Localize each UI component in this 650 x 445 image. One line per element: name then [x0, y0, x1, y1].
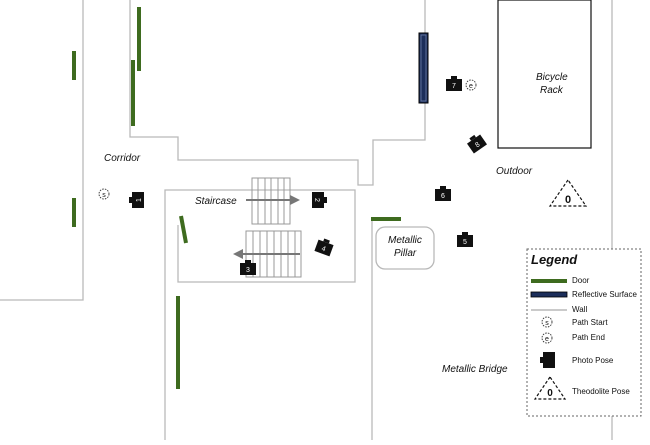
- reflective-surface-inner: [420, 34, 427, 102]
- wall-corridor-left: [0, 0, 84, 301]
- svg-text:5: 5: [463, 239, 467, 246]
- legend-title: Legend: [531, 252, 578, 267]
- label-bicycle-rack-line2: Rack: [540, 85, 563, 96]
- svg-text:0: 0: [547, 388, 553, 399]
- svg-text:6: 6: [441, 193, 445, 200]
- photo-pose-2: 2: [312, 192, 327, 208]
- label-outdoor: Outdoor: [496, 166, 533, 177]
- svg-text:8: 8: [474, 141, 481, 149]
- metallic-pillar-box: [375, 226, 435, 270]
- label-staircase: Staircase: [195, 196, 237, 207]
- legend-theodolite-symbol: 0: [533, 375, 567, 400]
- theodolite-pose-marker: 0: [548, 178, 588, 207]
- legend-label-path-start: Path Start: [572, 318, 608, 327]
- wall-staircase-box: [164, 189, 356, 440]
- stair-arrows: [233, 195, 300, 259]
- svg-text:3: 3: [246, 267, 250, 274]
- legend-path-start-symbol: s: [541, 316, 553, 328]
- staircase-steps: [245, 177, 302, 278]
- door: [72, 51, 76, 80]
- legend-path-end-symbol: e: [541, 332, 553, 344]
- legend-photo-pose-symbol: [540, 352, 555, 368]
- path-end-marker: e: [465, 79, 477, 91]
- photo-pose-4: 4: [314, 238, 334, 257]
- door: [176, 296, 180, 389]
- reflective-surface: [418, 32, 429, 104]
- photo-pose-3: 3: [240, 260, 256, 275]
- svg-text:2: 2: [313, 198, 320, 202]
- svg-text:1: 1: [136, 198, 143, 202]
- legend-reflective-swatch: [530, 291, 568, 298]
- svg-text:e: e: [545, 336, 549, 343]
- door: [137, 7, 141, 71]
- door: [179, 215, 188, 244]
- walls: [0, 0, 613, 440]
- label-bicycle-rack-line1: Bicycle: [536, 72, 568, 83]
- doors: [72, 7, 401, 389]
- door: [371, 217, 401, 221]
- svg-text:e: e: [469, 83, 473, 90]
- bicycle-rack-box: [497, 0, 592, 149]
- photo-pose-1: 1: [129, 192, 144, 208]
- legend-label-photo-pose: Photo Pose: [572, 356, 614, 365]
- photo-pose-5: 5: [457, 232, 473, 247]
- label-metallic-bridge: Metallic Bridge: [442, 364, 508, 375]
- label-corridor: Corridor: [104, 153, 141, 164]
- legend-label-door: Door: [572, 276, 590, 285]
- legend-label-reflective-surface: Reflective Surface: [572, 290, 637, 299]
- legend-label-wall: Wall: [572, 305, 588, 314]
- photo-pose-6: 6: [435, 186, 451, 201]
- label-metallic-pillar-line2: Pillar: [394, 248, 417, 259]
- door: [131, 60, 135, 126]
- svg-text:0: 0: [565, 194, 571, 206]
- door: [72, 198, 76, 227]
- svg-text:7: 7: [452, 83, 456, 90]
- label-metallic-pillar-line1: Metallic: [388, 235, 422, 246]
- legend-label-path-end: Path End: [572, 333, 605, 342]
- photo-pose-7: 7: [446, 76, 462, 91]
- svg-text:s: s: [545, 320, 549, 327]
- legend-door-swatch: [531, 279, 567, 283]
- path-start-marker: s: [98, 188, 110, 200]
- svg-text:4: 4: [320, 245, 326, 253]
- legend-label-theodolite-pose: Theodolite Pose: [572, 387, 630, 396]
- svg-text:s: s: [102, 192, 106, 199]
- photo-pose-8: 8: [467, 134, 487, 154]
- wall-corridor-top: [129, 0, 426, 186]
